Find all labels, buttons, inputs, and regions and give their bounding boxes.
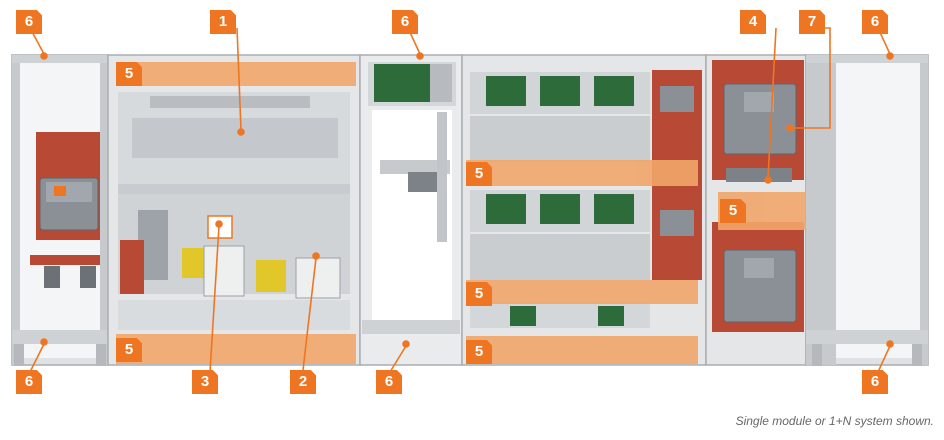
callout-6-bottom-middle: 6 xyxy=(376,370,402,394)
callout-2: 2 xyxy=(290,370,316,394)
callout-6-top-middle: 6 xyxy=(392,10,418,34)
callout-5-inverter-lower: 5 xyxy=(466,282,492,306)
callout-6-top-left: 6 xyxy=(16,10,42,34)
callout-5-inverter-mid: 5 xyxy=(466,162,492,186)
cabinet-right-frame xyxy=(805,54,929,366)
cabinet-input xyxy=(107,54,361,366)
cabinet-left-frame xyxy=(11,54,109,366)
callout-6-bottom-right: 6 xyxy=(862,370,888,394)
callout-1: 1 xyxy=(210,10,236,34)
callout-4: 4 xyxy=(740,10,766,34)
cabinet-inverter xyxy=(461,54,707,366)
callout-6-top-right: 6 xyxy=(862,10,888,34)
callout-5-input-top: 5 xyxy=(116,62,142,86)
callout-7: 7 xyxy=(799,10,825,34)
callout-6-bottom-left: 6 xyxy=(16,370,42,394)
callout-5-inverter-bottom: 5 xyxy=(466,340,492,364)
highlight-bars xyxy=(116,62,806,364)
cabinet-bypass xyxy=(359,54,463,366)
caption: Single module or 1+N system shown. xyxy=(735,414,934,428)
callout-3: 3 xyxy=(192,370,218,394)
leader-lines xyxy=(29,27,894,373)
callout-5-output: 5 xyxy=(720,199,746,223)
callout-5-input-bottom: 5 xyxy=(116,338,142,362)
